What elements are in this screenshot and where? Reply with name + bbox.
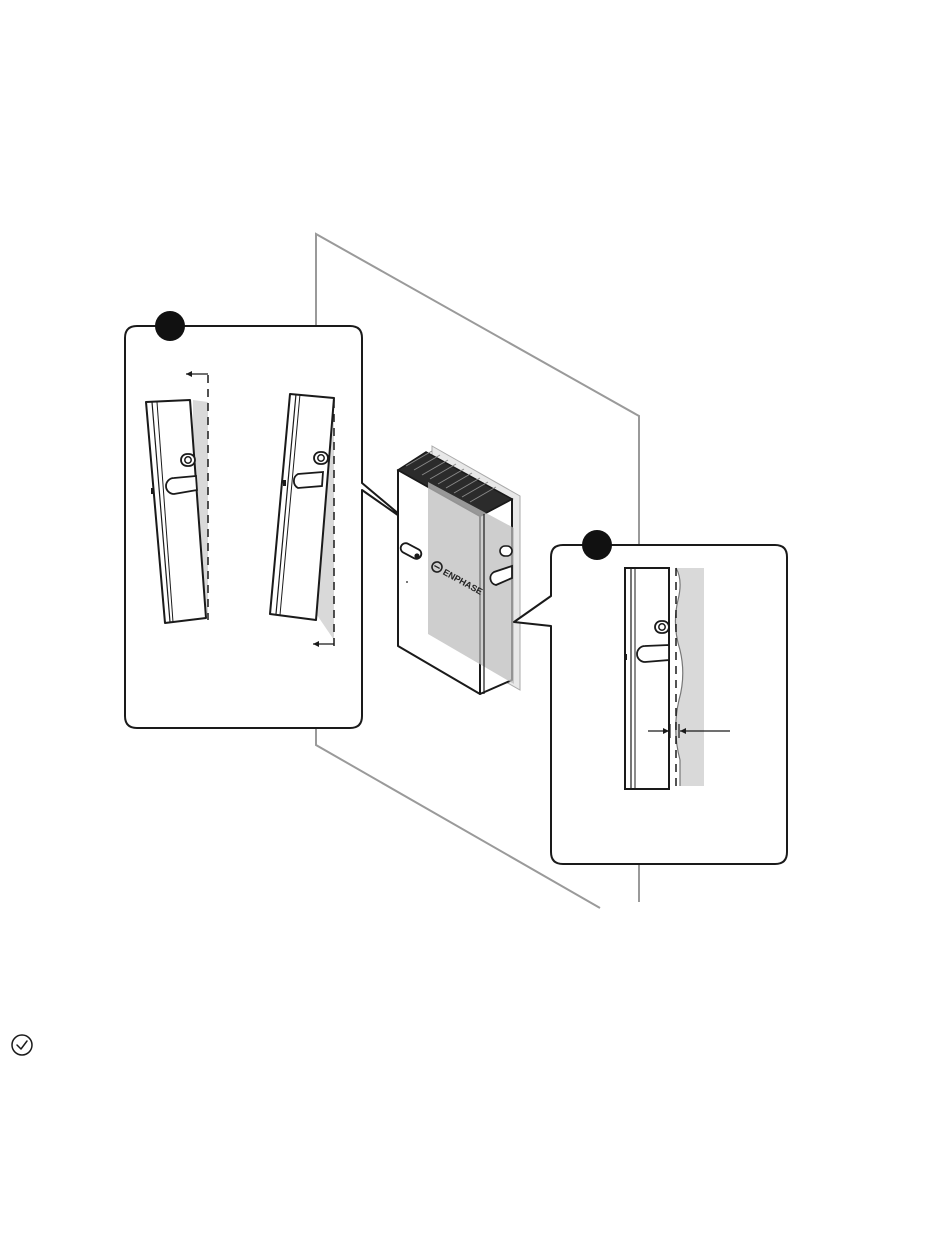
device-isometric-view: ENPHASE bbox=[398, 446, 520, 694]
device-side-view-flush bbox=[624, 568, 669, 789]
callout-gap-check bbox=[514, 530, 787, 864]
step-marker bbox=[155, 311, 185, 341]
step-marker bbox=[582, 530, 612, 560]
check-circle-icon bbox=[12, 1035, 32, 1055]
callout-tilt-check bbox=[125, 311, 412, 728]
